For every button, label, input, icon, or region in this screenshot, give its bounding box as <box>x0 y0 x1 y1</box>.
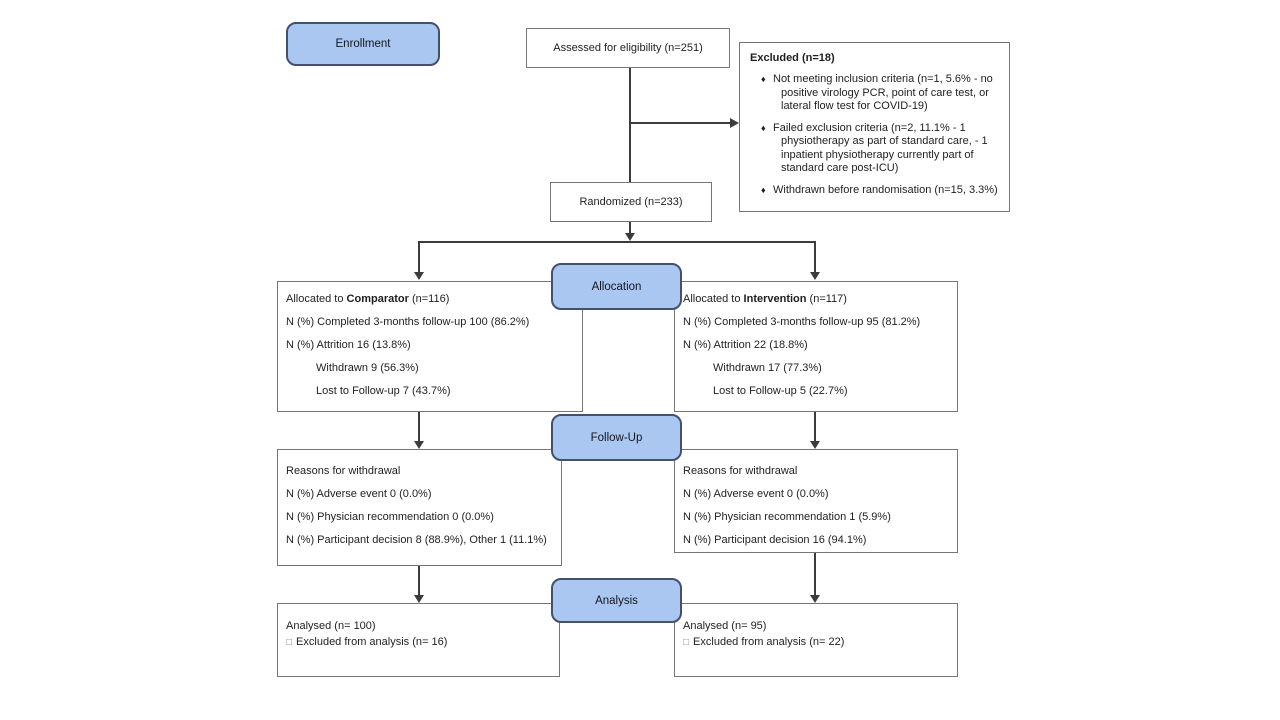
analysis-stage-badge: Analysis <box>551 578 682 623</box>
physician-recommendation-line: N (%) Physician recommendation 0 (0.0%) <box>286 511 494 523</box>
participant-decision-line: N (%) Participant decision 16 (94.1%) <box>683 534 867 546</box>
diamond-bullet-icon: ♦ <box>761 184 766 195</box>
assessed-eligibility-text: Assessed for eligibility (n=251) <box>553 42 703 54</box>
randomized-box: Randomized (n=233) <box>550 182 712 222</box>
excluded-box: Excluded (n=18) ♦ Not meeting inclusion … <box>739 42 1010 212</box>
connector-line <box>418 243 420 273</box>
randomized-text: Randomized (n=233) <box>579 196 683 208</box>
connector-line <box>629 68 631 182</box>
excluded-list: ♦ Not meeting inclusion criteria (n=1, 5… <box>750 73 1001 197</box>
enrollment-stage-label: Enrollment <box>335 38 391 50</box>
comparator-completed-line: N (%) Completed 3-months follow-up 100 (… <box>286 316 530 328</box>
comparator-attrition-line: N (%) Attrition 16 (13.8%) <box>286 339 411 351</box>
intervention-analysis-box: Analysed (n= 95) □Excluded from analysis… <box>674 603 958 677</box>
connector-line <box>814 553 816 596</box>
intervention-withdrawn-line: Withdrawn 17 (77.3%) <box>713 362 822 374</box>
enrollment-stage-badge: Enrollment <box>286 22 440 66</box>
diamond-bullet-icon: ♦ <box>761 122 766 133</box>
allocation-stage-badge: Allocation <box>551 263 682 310</box>
arrowhead-down-icon <box>624 233 635 241</box>
analysed-line: Analysed (n= 95) <box>683 620 767 632</box>
intervention-allocation-box: Allocated to Intervention (n=117) N (%) … <box>674 281 958 412</box>
diamond-bullet-icon: ♦ <box>761 74 766 84</box>
allocation-stage-label: Allocation <box>591 280 642 293</box>
connector-line <box>629 222 631 234</box>
connector-line <box>418 241 816 243</box>
excluded-item-text: Failed exclusion criteria (n=2, 11.1% - … <box>773 121 988 175</box>
excluded-list-item: ♦ Not meeting inclusion criteria (n=1, 5… <box>750 73 1001 114</box>
excluded-list-item: ♦ Failed exclusion criteria (n=2, 11.1% … <box>750 122 1001 176</box>
analysed-line: Analysed (n= 100) <box>286 620 376 632</box>
intervention-allocated-line: Allocated to Intervention (n=117) <box>683 293 847 305</box>
comparator-analysis-box: Analysed (n= 100) □Excluded from analysi… <box>277 603 560 677</box>
arrowhead-right-icon <box>730 117 739 128</box>
physician-recommendation-line: N (%) Physician recommendation 1 (5.9%) <box>683 511 891 523</box>
intervention-completed-line: N (%) Completed 3-months follow-up 95 (8… <box>683 316 921 328</box>
arrowhead-down-icon <box>809 272 820 280</box>
comparator-allocated-line: Allocated to Comparator (n=116) <box>286 293 450 305</box>
connector-line <box>814 243 816 273</box>
excluded-item-text: Not meeting inclusion criteria (n=1, 5.6… <box>773 73 993 112</box>
intervention-lost-line: Lost to Follow-up 5 (22.7%) <box>713 385 848 397</box>
intervention-withdrawal-box: Reasons for withdrawal N (%) Adverse eve… <box>674 449 958 553</box>
arrowhead-down-icon <box>809 441 820 449</box>
intervention-arm-name: Intervention <box>743 293 807 305</box>
followup-stage-badge: Follow-Up <box>551 414 682 461</box>
arrowhead-down-icon <box>413 595 424 603</box>
connector-line <box>629 122 731 124</box>
withdrawal-title: Reasons for withdrawal <box>286 465 401 477</box>
connector-line <box>418 412 420 442</box>
followup-stage-label: Follow-Up <box>590 431 643 444</box>
assessed-eligibility-box: Assessed for eligibility (n=251) <box>526 28 730 68</box>
tofu-square-icon: □ <box>683 637 690 648</box>
arrowhead-down-icon <box>413 441 424 449</box>
arrowhead-down-icon <box>413 272 424 280</box>
intervention-attrition-line: N (%) Attrition 22 (18.8%) <box>683 339 808 351</box>
adverse-event-line: N (%) Adverse event 0 (0.0%) <box>286 488 432 500</box>
participant-decision-line: N (%) Participant decision 8 (88.9%), Ot… <box>286 534 547 546</box>
comparator-arm-name: Comparator <box>346 293 409 305</box>
withdrawal-title: Reasons for withdrawal <box>683 465 798 477</box>
tofu-square-icon: □ <box>286 637 293 648</box>
excluded-from-analysis-line: □Excluded from analysis (n= 22) <box>683 636 845 648</box>
connector-line <box>418 566 420 596</box>
comparator-lost-line: Lost to Follow-up 7 (43.7%) <box>316 385 451 397</box>
connector-line <box>814 412 816 442</box>
excluded-title: Excluded (n=18) <box>750 52 835 64</box>
excluded-list-item: ♦ Withdrawn before randomisation (n=15, … <box>750 184 1001 198</box>
excluded-item-text: Withdrawn before randomisation (n=15, 3.… <box>773 183 998 196</box>
analysis-stage-label: Analysis <box>595 594 638 607</box>
comparator-allocation-box: Allocated to Comparator (n=116) N (%) Co… <box>277 281 583 412</box>
arrowhead-down-icon <box>809 595 820 603</box>
comparator-withdrawal-box: Reasons for withdrawal N (%) Adverse eve… <box>277 449 562 566</box>
adverse-event-line: N (%) Adverse event 0 (0.0%) <box>683 488 829 500</box>
comparator-withdrawn-line: Withdrawn 9 (56.3%) <box>316 362 419 374</box>
excluded-from-analysis-line: □Excluded from analysis (n= 16) <box>286 636 448 648</box>
